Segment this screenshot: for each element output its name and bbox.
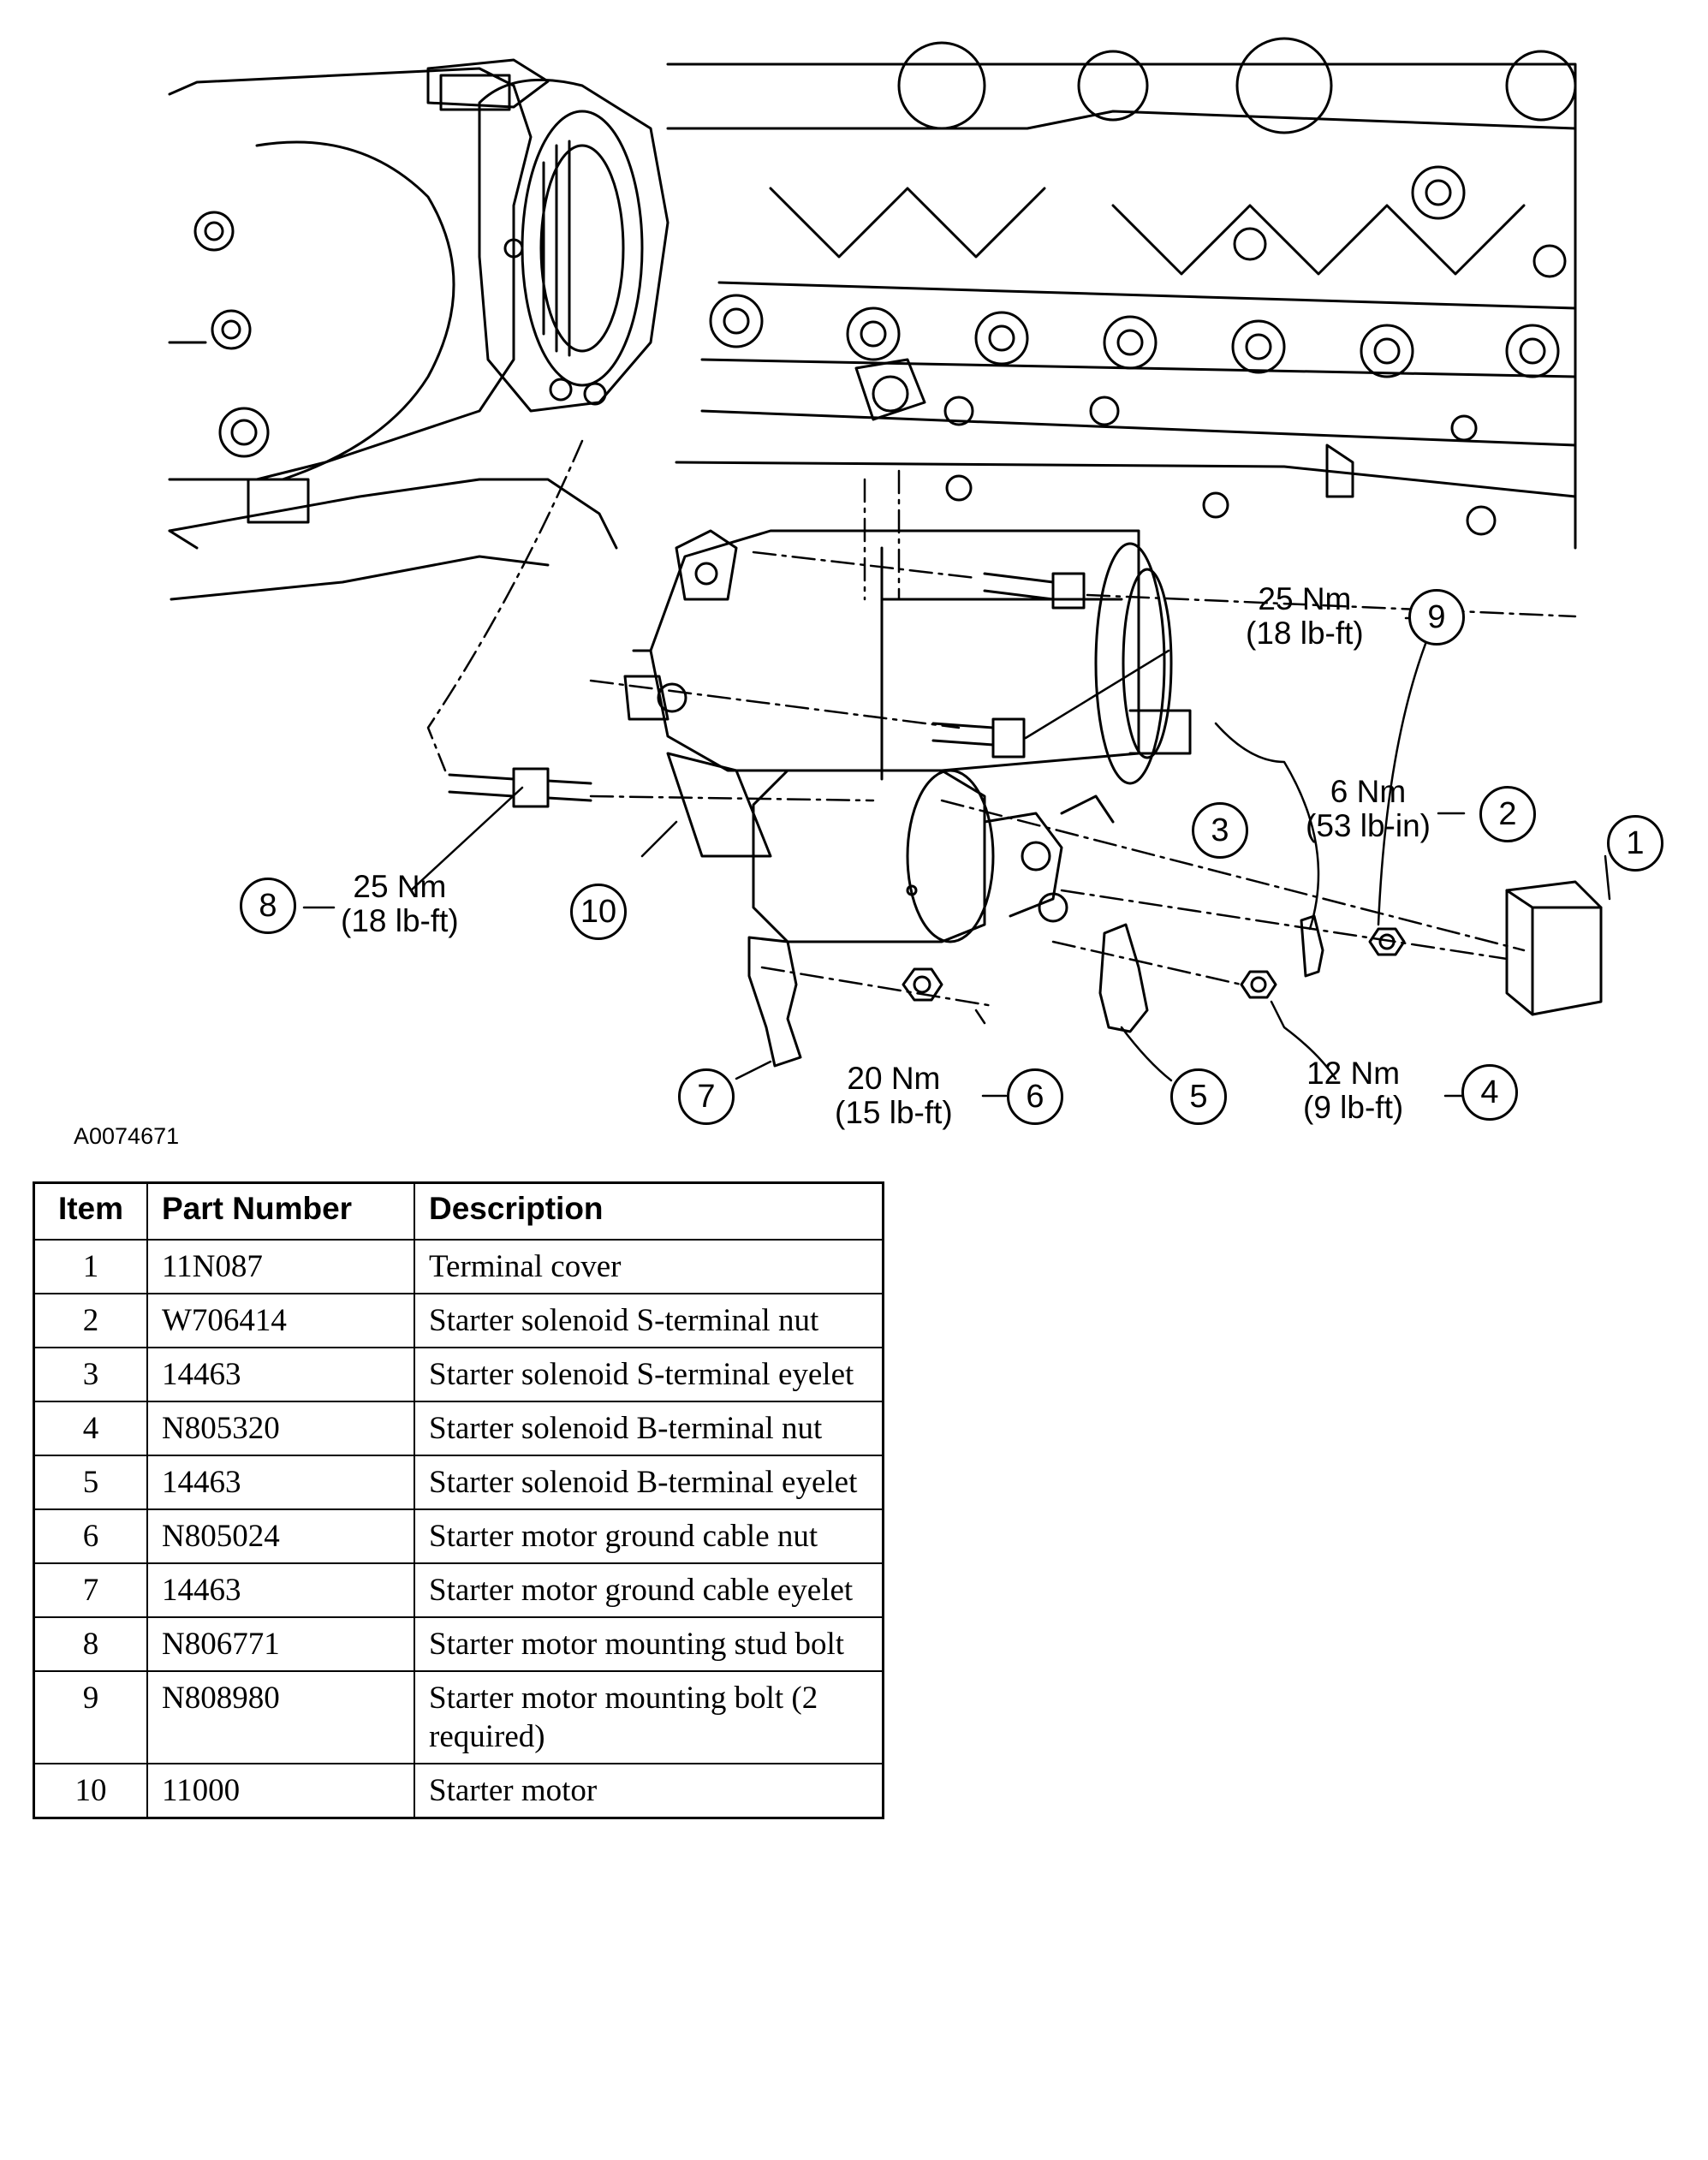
callout-9-bubble: 9 xyxy=(1408,589,1465,646)
table-row: 8 N806771 Starter motor mounting stud bo… xyxy=(33,1616,884,1672)
callout-3-bubble: 3 xyxy=(1192,802,1248,859)
table-row: 10 11000 Starter motor xyxy=(33,1763,884,1819)
cell-description: Starter solenoid B-terminal eyelet xyxy=(414,1455,884,1510)
alignment-lines xyxy=(426,439,1577,1008)
cell-description: Starter motor ground cable nut xyxy=(414,1508,884,1564)
cell-description: Starter motor mounting stud bolt xyxy=(414,1616,884,1672)
cell-description: Terminal cover xyxy=(414,1239,884,1294)
header-item: Item xyxy=(33,1181,148,1241)
table-row: 2 W706414 Starter solenoid S-terminal nu… xyxy=(33,1293,884,1348)
callout-2-torque: 6 Nm (53 lb-in) xyxy=(1306,774,1431,843)
cell-description: Starter motor mounting bolt (2 required) xyxy=(414,1670,884,1764)
cell-description: Starter solenoid B-terminal nut xyxy=(414,1401,884,1456)
cell-part-number: N805320 xyxy=(146,1401,415,1456)
fasteners xyxy=(448,572,1406,1002)
callout-4-bubble: 4 xyxy=(1461,1064,1518,1121)
engine-block xyxy=(666,37,1577,550)
cell-part-number: N808980 xyxy=(146,1670,415,1764)
cell-part-number: 11000 xyxy=(146,1763,415,1819)
adapter-plate xyxy=(426,58,670,413)
cell-item: 7 xyxy=(33,1562,148,1618)
cell-item: 6 xyxy=(33,1508,148,1564)
cell-part-number: N805024 xyxy=(146,1508,415,1564)
cell-description: Starter solenoid S-terminal eyelet xyxy=(414,1347,884,1402)
callout-1-bubble: 1 xyxy=(1607,815,1663,872)
parts-table: Item Part Number Description 1 11N087 Te… xyxy=(33,1181,884,1819)
cell-item: 1 xyxy=(33,1239,148,1294)
cell-description: Starter motor ground cable eyelet xyxy=(414,1562,884,1618)
cell-part-number: 14463 xyxy=(146,1347,415,1402)
callout-7-bubble: 7 xyxy=(678,1068,735,1125)
starter-motor-exploded-diagram: 25 Nm (18 lb-ft) 9 6 Nm (53 lb-in) 2 3 1… xyxy=(74,37,1663,1149)
figure-id: A0074671 xyxy=(74,1123,180,1149)
line-drawing xyxy=(168,37,1611,1098)
eyelets-and-cover xyxy=(747,880,1603,1068)
leader-lines xyxy=(302,615,1611,1098)
callout-10-bubble: 10 xyxy=(570,884,627,940)
cell-item: 4 xyxy=(33,1401,148,1456)
table-row: 1 11N087 Terminal cover xyxy=(33,1239,884,1294)
cell-item: 5 xyxy=(33,1455,148,1510)
callout-9-torque: 25 Nm (18 lb-ft) xyxy=(1246,581,1364,651)
table-header-row: Item Part Number Description xyxy=(33,1181,884,1241)
table-row: 9 N808980 Starter motor mounting bolt (2… xyxy=(33,1670,884,1764)
cell-item: 3 xyxy=(33,1347,148,1402)
table-row: 4 N805320 Starter solenoid B-terminal nu… xyxy=(33,1401,884,1456)
header-description: Description xyxy=(414,1181,884,1241)
cell-part-number: 14463 xyxy=(146,1562,415,1618)
callout-6-bubble: 6 xyxy=(1007,1068,1063,1125)
starter-motor-body xyxy=(623,529,1192,943)
callout-8-torque: 25 Nm (18 lb-ft) xyxy=(341,869,459,938)
cell-item: 10 xyxy=(33,1763,148,1819)
callout-4-torque: 12 Nm (9 lb-ft) xyxy=(1303,1056,1404,1125)
cell-part-number: 14463 xyxy=(146,1455,415,1510)
table-row: 7 14463 Starter motor ground cable eyele… xyxy=(33,1562,884,1618)
cell-item: 8 xyxy=(33,1616,148,1672)
header-part-number: Part Number xyxy=(146,1181,415,1241)
callout-5-bubble: 5 xyxy=(1170,1068,1227,1125)
cell-part-number: 11N087 xyxy=(146,1239,415,1294)
cell-description: Starter solenoid S-terminal nut xyxy=(414,1293,884,1348)
callout-6-torque: 20 Nm (15 lb-ft) xyxy=(835,1061,953,1130)
cell-item: 2 xyxy=(33,1293,148,1348)
table-row: 3 14463 Starter solenoid S-terminal eyel… xyxy=(33,1347,884,1402)
transmission-housing xyxy=(168,67,618,601)
cell-item: 9 xyxy=(33,1670,148,1764)
callout-8-bubble: 8 xyxy=(240,878,296,934)
cell-part-number: W706414 xyxy=(146,1293,415,1348)
cell-description: Starter motor xyxy=(414,1763,884,1819)
table-row: 5 14463 Starter solenoid B-terminal eyel… xyxy=(33,1455,884,1510)
callout-2-bubble: 2 xyxy=(1479,786,1536,842)
table-row: 6 N805024 Starter motor ground cable nut xyxy=(33,1508,884,1564)
cell-part-number: N806771 xyxy=(146,1616,415,1672)
